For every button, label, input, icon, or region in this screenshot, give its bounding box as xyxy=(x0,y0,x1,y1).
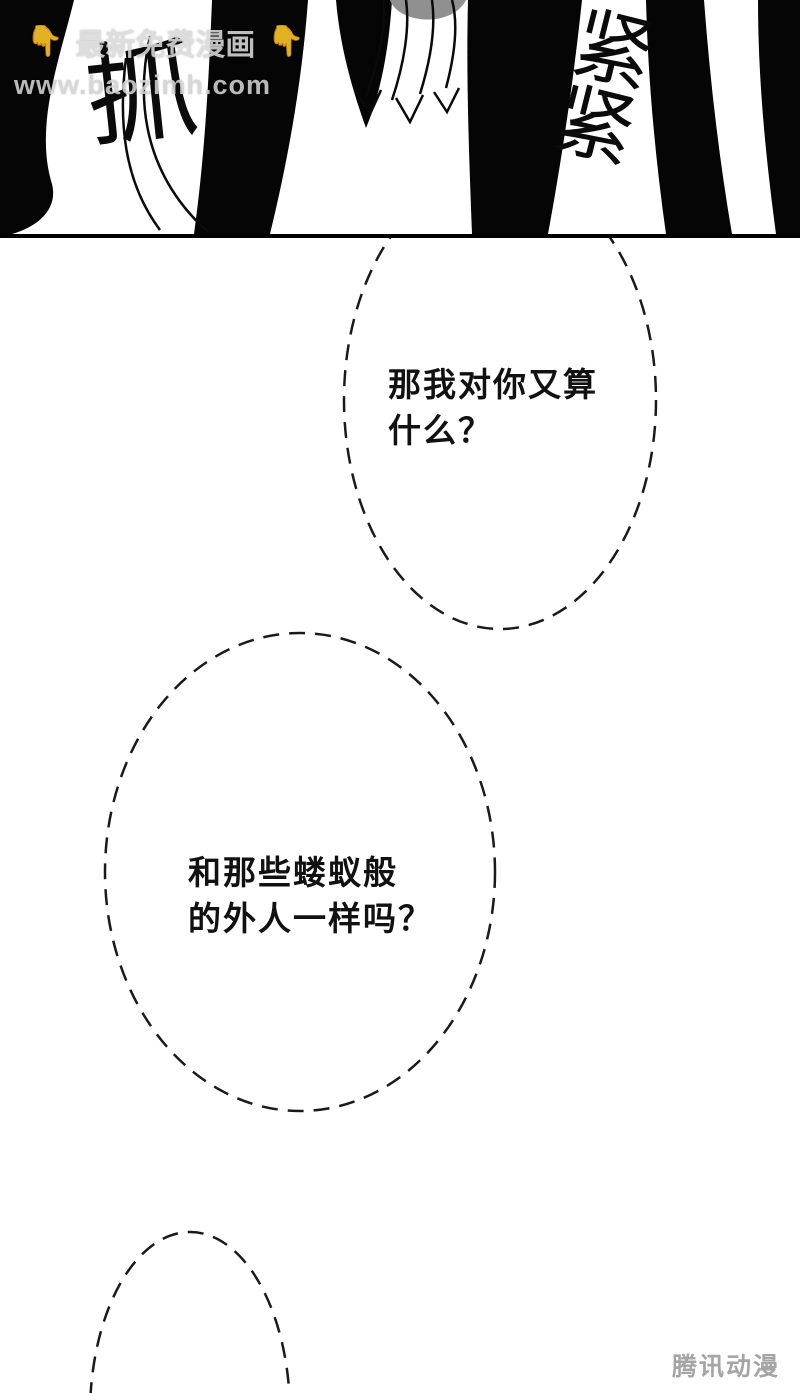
bubble-outline xyxy=(89,1230,291,1393)
speech-bubble: 和那些蝼蚁般 的外人一样吗？ xyxy=(102,630,498,1114)
fur-strokes xyxy=(354,0,461,125)
bubble-text-line: 的外人一样吗？ xyxy=(188,900,433,937)
bubble-text-line: 什么？ xyxy=(388,412,493,449)
bubble-text: 和那些蝼蚁般 的外人一样吗？ xyxy=(188,850,433,942)
head-shading xyxy=(390,0,466,20)
bubble-text-line: 和那些蝼蚁般 xyxy=(188,854,398,891)
bubble-outline xyxy=(103,631,497,1113)
publisher-watermark: 腾讯动漫 xyxy=(671,1353,780,1381)
speech-bubble: 那我对你又算 什么？ xyxy=(340,168,660,632)
bubble-text-line: 那我对你又算 xyxy=(388,366,598,403)
point-down-icon-right: 👇 xyxy=(267,25,305,58)
speech-bubble-partial xyxy=(88,1230,292,1393)
site-watermark: 👇 最新免费漫画 👇 www.baozimh.com xyxy=(14,20,305,101)
bubble-text: 那我对你又算 什么？ xyxy=(388,362,598,454)
site-watermark-url: www.baozimh.com xyxy=(14,70,272,100)
site-watermark-title-row: 👇 最新免费漫画 👇 xyxy=(26,20,305,64)
stripes-artwork xyxy=(0,0,800,234)
motion-strokes xyxy=(121,35,209,233)
site-watermark-title: 最新免费漫画 xyxy=(75,29,256,62)
point-down-icon-left: 👇 xyxy=(26,25,64,58)
comic-panel: 👇 最新免费漫画 👇 www.baozimh.com 抓 紧紧 xyxy=(0,0,800,238)
